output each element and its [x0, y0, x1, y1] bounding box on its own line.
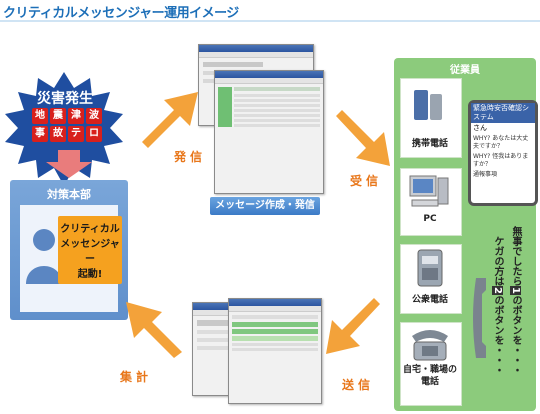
phone-screen-question: 通報事項 — [473, 171, 498, 178]
title-divider — [0, 20, 540, 22]
instruction-text: のボタンを・・・ — [492, 294, 503, 375]
tally-window-front — [228, 298, 322, 404]
launch-box: クリティカル メッセンジャー 起動! — [58, 216, 122, 284]
phone-screen-question: WHY? 怪我はありますか？ — [473, 153, 529, 168]
send-bottom-label: 送信 — [342, 378, 375, 392]
device-label: 携帯電話 — [411, 139, 448, 149]
desk-phone-icon — [412, 330, 448, 361]
tally-label: 集計 — [120, 370, 153, 384]
instruction-text: ケガの方は — [492, 236, 503, 286]
arrow-up-right-icon — [142, 92, 198, 148]
arrow-down-left-icon — [326, 298, 380, 354]
disaster-badge: ロ — [86, 126, 102, 142]
message-window-front — [214, 70, 324, 194]
handset-icon — [473, 278, 486, 358]
instruction-number: 2 — [492, 286, 503, 295]
phone-screen: 緊急時安否確認システム さん WHY? あなたは大丈夫ですか？ WHY? 怪我は… — [468, 100, 538, 206]
hq-label: 対策本部 — [47, 188, 91, 201]
launch-line: メッセンジャー — [60, 239, 120, 265]
disaster-badge: 震 — [50, 108, 66, 124]
page-title: クリティカルメッセンジャー運用イメージ — [3, 6, 239, 21]
employees-title: 従業員 — [450, 65, 480, 76]
arrow-up-left-icon — [126, 302, 182, 358]
disaster-title: 災害発生 — [37, 91, 93, 107]
pc-icon — [409, 175, 449, 207]
phone-screen-header: 緊急時安否確認システム — [471, 103, 535, 123]
public-phone-icon — [417, 249, 443, 287]
launch-line: 起動! — [77, 269, 103, 280]
disaster-badge: 地 — [32, 108, 48, 124]
disaster-badge: 波 — [86, 108, 102, 124]
send-top-label: 発信 — [174, 150, 207, 164]
arrow-down-right-icon — [336, 110, 390, 166]
cellphone-icon — [414, 90, 442, 120]
disaster-badge: 故 — [50, 126, 66, 142]
instruction-line-2: ケガの方は2のボタンを・・・ — [490, 236, 505, 406]
down-arrow-icon — [46, 150, 92, 178]
disaster-badge: 津 — [68, 108, 84, 124]
instruction-number: 1 — [510, 286, 521, 295]
instruction-line-1: 無事でしたら1のボタンを・・・ — [508, 226, 523, 406]
instruction-text: 無事でしたら — [510, 226, 521, 286]
phone-screen-greeting: さん — [473, 124, 487, 132]
message-create-label: メッセージ作成・発信 — [210, 197, 320, 215]
person-silhouette-icon — [26, 229, 62, 284]
disaster-badge: テ — [68, 126, 84, 142]
device-label: 自宅・職場の電話 — [402, 365, 457, 387]
instruction-text: のボタンを・・・ — [510, 294, 521, 375]
receive-label: 受信 — [350, 174, 383, 188]
launch-line: クリティカル — [60, 224, 120, 235]
device-label: PC — [423, 214, 437, 224]
disaster-badge: 事 — [32, 126, 48, 142]
phone-screen-question: WHY? あなたは大丈夫ですか？ — [473, 135, 529, 150]
device-label: 公衆電話 — [411, 295, 448, 305]
